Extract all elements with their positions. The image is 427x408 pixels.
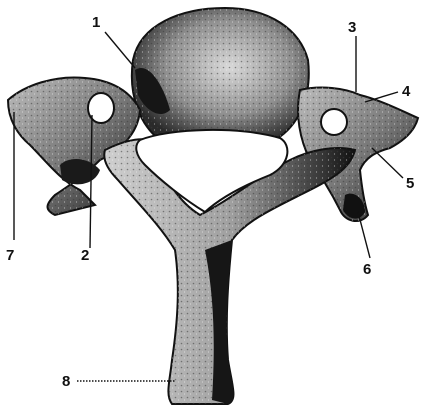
label-2: 2 xyxy=(81,247,89,264)
label-6: 6 xyxy=(363,261,371,278)
label-7: 7 xyxy=(6,247,14,264)
leader-1 xyxy=(105,32,135,68)
right-transverse-foramen xyxy=(321,109,347,135)
label-5: 5 xyxy=(406,175,414,192)
label-4: 4 xyxy=(402,83,411,100)
leader-5 xyxy=(372,148,403,178)
label-1: 1 xyxy=(92,14,100,31)
vertebral-body xyxy=(132,8,309,140)
label-8: 8 xyxy=(62,373,70,390)
label-3: 3 xyxy=(348,19,356,36)
